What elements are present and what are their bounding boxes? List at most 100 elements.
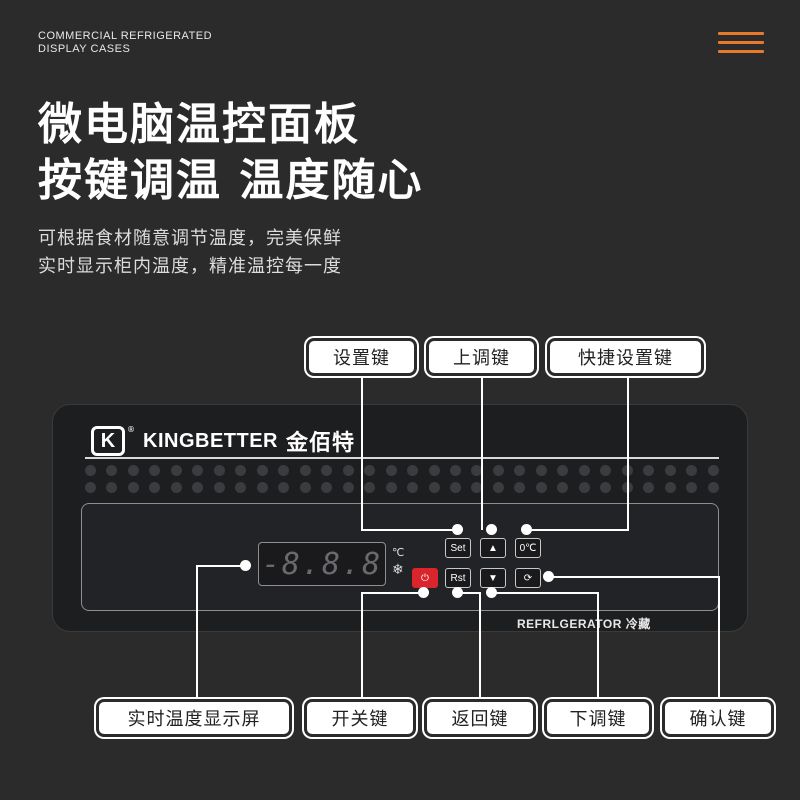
up-key-label: 上调键 [426, 338, 537, 376]
display-connector-dot [240, 560, 251, 571]
vent-hole [213, 465, 225, 476]
refresh-icon: ⟳ [523, 572, 533, 584]
vent-hole [600, 482, 612, 493]
confirm-key-label: 确认键 [662, 699, 774, 737]
quick-set-connector-line-h [527, 529, 629, 531]
vent-hole [514, 482, 526, 493]
vent-hole [321, 482, 333, 493]
vent-hole [535, 465, 547, 476]
vent-hole [85, 465, 96, 476]
vent-hole [578, 465, 590, 476]
brand-line-2: DISPLAY CASES [38, 43, 131, 55]
set-key[interactable]: Set [445, 538, 471, 558]
vent-hole [278, 482, 290, 493]
vent-grille [85, 465, 719, 495]
power-connector-dot [418, 587, 429, 598]
vent-hole [407, 465, 419, 476]
display-connector-line [196, 565, 198, 699]
vent-hole [149, 465, 161, 476]
vent-hole [578, 482, 590, 493]
hero-title-line-2: 按键调温 温度随心 [38, 155, 424, 206]
temperature-display: -8.8.8 [258, 542, 386, 586]
return-key[interactable]: Rst [445, 568, 471, 588]
quick-set-key[interactable]: 0℃ [515, 538, 541, 558]
vent-hole [299, 465, 311, 476]
logo-k-icon: K [91, 426, 125, 456]
hero-desc-line-2: 实时显示柜内温度，精准温控每一度 [38, 256, 342, 277]
return-connector-line-h [457, 592, 481, 594]
down-connector-line [597, 592, 599, 699]
celsius-unit: ℃ [392, 546, 405, 559]
vent-hole [342, 482, 354, 493]
down-connector-line-h [491, 592, 599, 594]
vent-hole [192, 482, 204, 493]
set-connector-dot [452, 524, 463, 535]
vent-hole [514, 465, 526, 476]
vent-hole [170, 482, 182, 493]
vent-hole [106, 465, 118, 476]
control-panel: K ® KINGBETTER 金佰特 -8.8.8 ℃ ❄ Set ▲ 0℃ ⏻… [52, 404, 748, 632]
vent-hole [449, 482, 461, 493]
vent-hole [364, 482, 376, 493]
snowflake-icon: ❄ [392, 562, 404, 578]
set-key-label: 设置键 [306, 338, 417, 376]
brand-line-1: COMMERCIAL REFRIGERATED [38, 30, 213, 42]
down-key[interactable]: ▼ [480, 568, 506, 588]
return-connector-line [479, 592, 481, 699]
vent-hole [535, 482, 547, 493]
vent-hole [557, 482, 569, 493]
vent-hole [686, 465, 698, 476]
control-area: -8.8.8 ℃ ❄ Set ▲ 0℃ ⏻ Rst ▼ ⟳ [81, 503, 719, 611]
power-icon: ⏻ [421, 572, 429, 584]
vent-hole [471, 482, 483, 493]
brand-logo: K ® KINGBETTER 金佰特 [91, 425, 355, 457]
vent-hole [364, 465, 376, 476]
vent-hole [127, 465, 139, 476]
vent-hole [707, 465, 719, 476]
vent-hole [170, 465, 182, 476]
set-connector-line-h [361, 529, 458, 531]
power-connector-line [361, 592, 363, 699]
power-connector-line-h [361, 592, 421, 594]
vent-hole [471, 465, 483, 476]
vent-hole [213, 482, 225, 493]
vent-hole [428, 465, 440, 476]
vent-hole [449, 465, 461, 476]
vent-hole [557, 465, 569, 476]
quick-set-key-label: 快捷设置键 [547, 338, 704, 376]
confirm-connector-line [718, 576, 720, 699]
vent-hole [407, 482, 419, 493]
vent-hole [342, 465, 354, 476]
vent-hole [85, 482, 96, 493]
vent-hole [278, 465, 290, 476]
hamburger-menu-icon[interactable] [718, 32, 764, 54]
vent-hole [664, 465, 676, 476]
quick-set-connector-line [627, 370, 629, 530]
power-key[interactable]: ⏻ [412, 568, 438, 588]
vent-hole [643, 482, 655, 493]
vent-hole [686, 482, 698, 493]
set-connector-line [361, 370, 363, 530]
display-label: 实时温度显示屏 [96, 699, 292, 737]
up-key[interactable]: ▲ [480, 538, 506, 558]
confirm-connector-line-h [548, 576, 720, 578]
vent-hole [192, 465, 204, 476]
vent-hole [235, 482, 247, 493]
vent-hole [707, 482, 719, 493]
vent-hole [428, 482, 440, 493]
up-connector-dot [486, 524, 497, 535]
model-label: REFRLGERATOR 冷藏 [517, 617, 651, 631]
up-connector-line [481, 370, 483, 530]
vent-hole [600, 465, 612, 476]
hero-title-line-1: 微电脑温控面板 [38, 99, 360, 150]
vent-hole [235, 465, 247, 476]
vent-hole [664, 482, 676, 493]
panel-divider [85, 457, 719, 459]
display-connector-line-h [196, 565, 244, 567]
vent-hole [127, 482, 139, 493]
confirm-key[interactable]: ⟳ [515, 568, 541, 588]
quick-set-connector-dot [521, 524, 532, 535]
vent-hole [256, 482, 268, 493]
registered-mark: ® [127, 425, 135, 434]
vent-hole [299, 482, 311, 493]
